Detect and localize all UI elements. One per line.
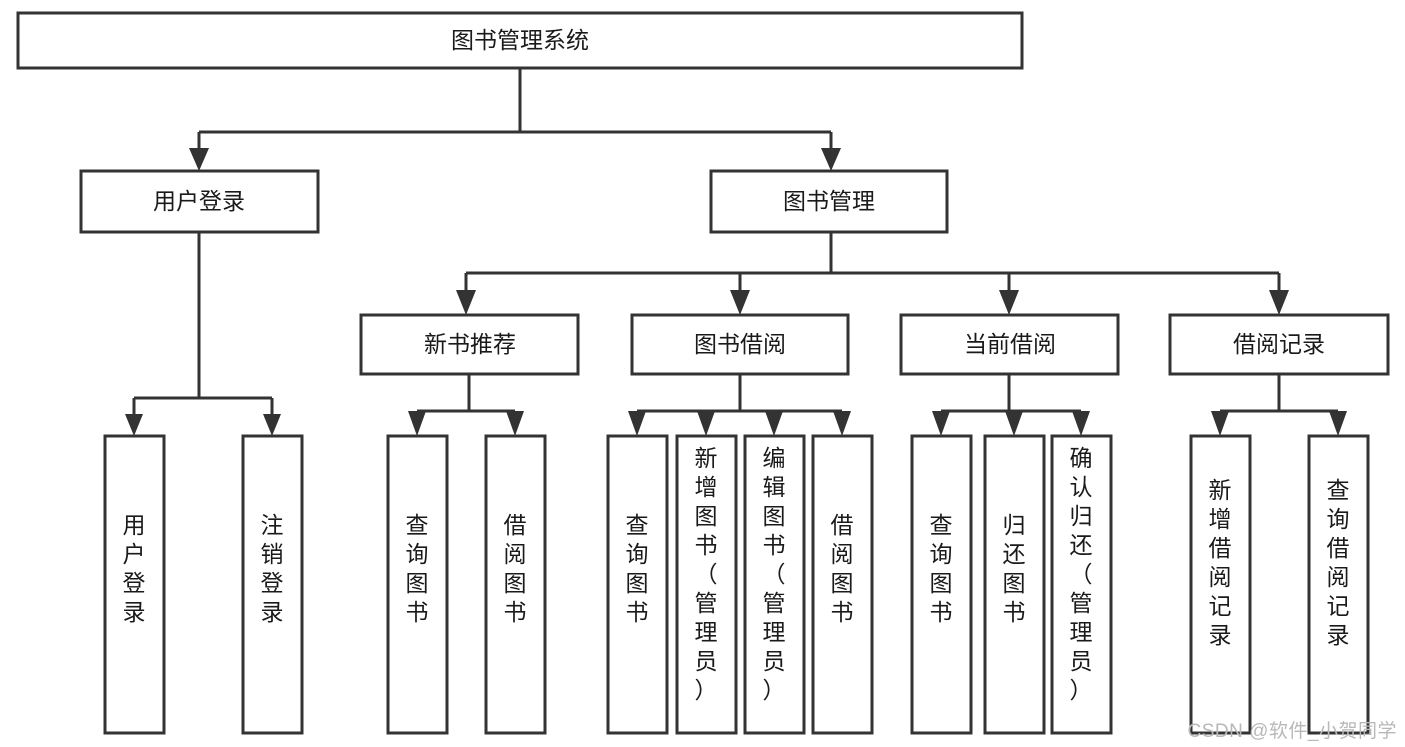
node-box-book-borrow[interactable] <box>630 313 850 376</box>
node-box-user-login[interactable] <box>79 169 320 234</box>
node-leaf-add-book[interactable]: 新增图书（管理员） <box>675 434 738 735</box>
node-current-borrow[interactable]: 当前借阅 <box>899 313 1120 376</box>
arrow-head-icon <box>730 290 750 315</box>
node-book-borrow[interactable]: 图书借阅 <box>630 313 850 376</box>
node-box-leaf-borrow-book-recommend[interactable] <box>484 434 547 735</box>
connector-bookmgmt-to-level3 <box>456 232 1289 315</box>
node-label-root: 图书管理系统 <box>451 27 589 53</box>
node-box-leaf-query-borrow-record[interactable] <box>1307 434 1370 735</box>
node-box-borrow-records[interactable] <box>1168 313 1390 376</box>
node-box-leaf-confirm-return[interactable] <box>1050 434 1113 735</box>
arrow-head-icon <box>833 411 851 436</box>
arrow-head-icon <box>189 148 209 171</box>
node-box-leaf-return-book[interactable] <box>983 434 1046 735</box>
arrow-head-icon <box>506 411 524 436</box>
node-box-leaf-edit-book[interactable] <box>743 434 806 735</box>
arrow-head-icon <box>628 411 646 436</box>
node-label-book-borrow: 图书借阅 <box>694 331 786 357</box>
arrow-head-icon <box>125 414 143 436</box>
node-box-leaf-query-book-current[interactable] <box>910 434 973 735</box>
node-user-login[interactable]: 用户登录 <box>79 169 320 234</box>
node-label-leaf-edit-book: 编辑图书（管理员） <box>763 445 786 703</box>
node-leaf-borrow-book-recommend[interactable]: 借阅图书 <box>484 434 547 735</box>
arrow-head-icon <box>999 290 1019 315</box>
node-label-leaf-user-login: 用户登录 <box>123 512 146 625</box>
node-new-book-recommend[interactable]: 新书推荐 <box>359 313 580 376</box>
node-box-leaf-add-book[interactable] <box>675 434 738 735</box>
node-box-new-book-recommend[interactable] <box>359 313 580 376</box>
node-label-leaf-query-borrow-record: 查询借阅记录 <box>1327 477 1350 648</box>
node-label-leaf-return-book: 归还图书 <box>1003 512 1026 625</box>
node-label-leaf-query-book-recommend: 查询图书 <box>406 512 429 625</box>
node-box-leaf-borrow-book[interactable] <box>811 434 874 735</box>
node-label-leaf-query-book-current: 查询图书 <box>930 512 953 625</box>
connector-root-to-level2 <box>189 68 841 171</box>
arrow-head-icon <box>1005 411 1023 436</box>
node-leaf-edit-book[interactable]: 编辑图书（管理员） <box>743 434 806 735</box>
arrow-head-icon <box>263 414 281 436</box>
node-box-leaf-add-borrow-record[interactable] <box>1189 434 1252 735</box>
node-leaf-return-book[interactable]: 归还图书 <box>983 434 1046 735</box>
node-label-book-management: 图书管理 <box>783 188 875 214</box>
node-label-leaf-borrow-book-recommend: 借阅图书 <box>504 512 527 625</box>
arrow-head-icon <box>932 411 950 436</box>
arrow-head-icon <box>1269 290 1289 315</box>
node-label-leaf-confirm-return: 确认归还（管理员） <box>1070 445 1093 703</box>
node-label-leaf-borrow-book: 借阅图书 <box>831 512 854 625</box>
node-box-book-management[interactable] <box>709 169 949 234</box>
node-label-user-login: 用户登录 <box>153 188 245 214</box>
node-leaf-confirm-return[interactable]: 确认归还（管理员） <box>1050 434 1113 735</box>
node-label-current-borrow: 当前借阅 <box>964 331 1056 357</box>
node-leaf-logout[interactable]: 注销登录 <box>241 434 304 735</box>
node-leaf-add-borrow-record[interactable]: 新增借阅记录 <box>1189 434 1252 735</box>
node-label-leaf-add-book: 新增图书（管理员） <box>695 445 718 703</box>
connector-records-to-leaves <box>1211 374 1347 436</box>
node-leaf-borrow-book[interactable]: 借阅图书 <box>811 434 874 735</box>
node-label-leaf-logout: 注销登录 <box>261 512 284 625</box>
node-root-system[interactable]: 图书管理系统 <box>16 11 1024 70</box>
arrow-head-icon <box>1072 411 1090 436</box>
node-leaf-query-book-recommend[interactable]: 查询图书 <box>386 434 449 735</box>
node-box-current-borrow[interactable] <box>899 313 1120 376</box>
node-box-leaf-query-book-recommend[interactable] <box>386 434 449 735</box>
arrow-head-icon <box>1329 411 1347 436</box>
node-label-new-book-recommend: 新书推荐 <box>424 331 516 357</box>
node-box-leaf-user-login[interactable] <box>103 434 166 735</box>
arrow-head-icon <box>821 148 841 171</box>
arrow-head-icon <box>1211 411 1229 436</box>
connector-bookborrow-to-leaves <box>628 374 851 436</box>
node-borrow-records[interactable]: 借阅记录 <box>1168 313 1390 376</box>
node-book-management[interactable]: 图书管理 <box>709 169 949 234</box>
node-label-borrow-records: 借阅记录 <box>1233 331 1325 357</box>
node-label-leaf-add-borrow-record: 新增借阅记录 <box>1209 477 1232 648</box>
connector-currentborrow-to-leaves <box>932 374 1090 436</box>
node-box-root[interactable] <box>16 11 1024 70</box>
connector-userlogin-to-leaves <box>125 232 281 436</box>
node-leaf-query-book-current[interactable]: 查询图书 <box>910 434 973 735</box>
arrow-head-icon <box>456 290 476 315</box>
arrow-head-icon <box>408 411 426 436</box>
arrow-head-icon <box>697 411 715 436</box>
arrow-head-icon <box>765 411 783 436</box>
node-leaf-user-login[interactable]: 用户登录 <box>103 434 166 735</box>
node-leaf-query-borrow-record[interactable]: 查询借阅记录 <box>1307 434 1370 735</box>
node-label-leaf-query-book-borrow: 查询图书 <box>626 512 649 625</box>
watermark: CSDN @软件_小贺同学 <box>1187 721 1397 742</box>
node-box-leaf-logout[interactable] <box>241 434 304 735</box>
node-box-leaf-query-book-borrow[interactable] <box>606 434 669 735</box>
node-leaf-query-book-borrow[interactable]: 查询图书 <box>606 434 669 735</box>
connector-recommend-to-leaves <box>408 374 524 436</box>
